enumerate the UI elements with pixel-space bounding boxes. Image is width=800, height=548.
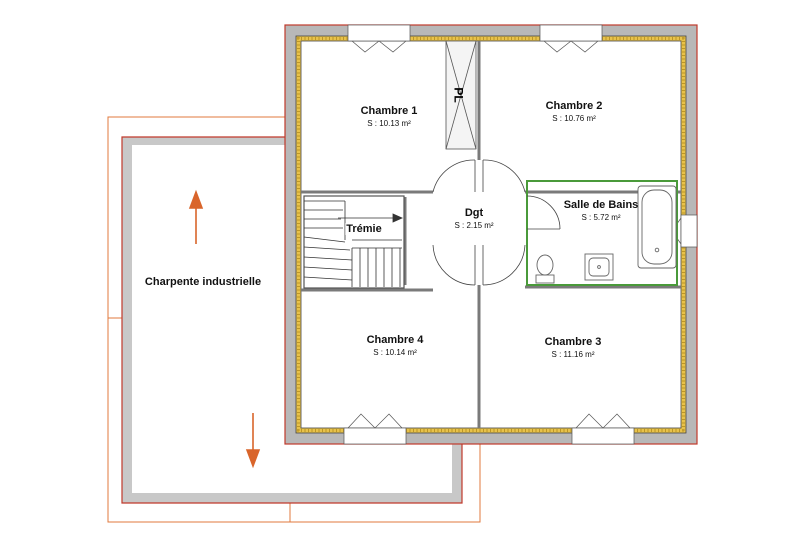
- charpente-label: Charpente industrielle: [144, 276, 262, 288]
- room-area: S : 10.13 m²: [367, 119, 411, 128]
- placard: [445, 40, 477, 150]
- annex-wall: [121, 136, 463, 504]
- room-area: S : 10.76 m²: [552, 114, 596, 123]
- bathtub: [637, 185, 677, 269]
- interior-walls: [301, 41, 681, 428]
- bathroom-outline: [526, 180, 678, 286]
- windows: [343, 24, 698, 445]
- room-label-chambre1: Chambre 1 S : 10.13 m²: [361, 105, 418, 128]
- arrows: [188, 189, 261, 469]
- room-label-dgt: Dgt S : 2.15 m²: [454, 207, 493, 230]
- room-name: Salle de Bains: [563, 199, 639, 211]
- room-label-chambre2: Chambre 2 S : 10.76 m²: [546, 100, 603, 123]
- room-area: S : 5.72 m²: [581, 213, 621, 222]
- room-area: S : 10.14 m²: [373, 348, 417, 357]
- room-name: Dgt: [464, 207, 484, 219]
- room-name: Chambre 2: [545, 100, 603, 112]
- room-name: Chambre 3: [544, 336, 602, 348]
- window-sashes: [347, 40, 682, 429]
- room-label-sdb: Salle de Bains S : 5.72 m²: [564, 199, 639, 222]
- room-label-chambre3: Chambre 3 S : 11.16 m²: [545, 336, 602, 359]
- room-area: S : 2.15 m²: [454, 221, 494, 230]
- room-name: Chambre 1: [360, 105, 418, 117]
- room-label-chambre4: Chambre 4 S : 10.14 m²: [367, 334, 424, 357]
- placard-label: PL: [451, 87, 466, 103]
- main-house-walls: [284, 24, 698, 445]
- door-swings: [432, 159, 561, 286]
- toilet: [535, 254, 555, 284]
- tremie-label: Trémie: [345, 223, 383, 235]
- staircase: [303, 195, 405, 289]
- room-area: S : 11.16 m²: [551, 350, 595, 359]
- washbasin: [584, 253, 614, 281]
- room-name: Chambre 4: [366, 334, 424, 346]
